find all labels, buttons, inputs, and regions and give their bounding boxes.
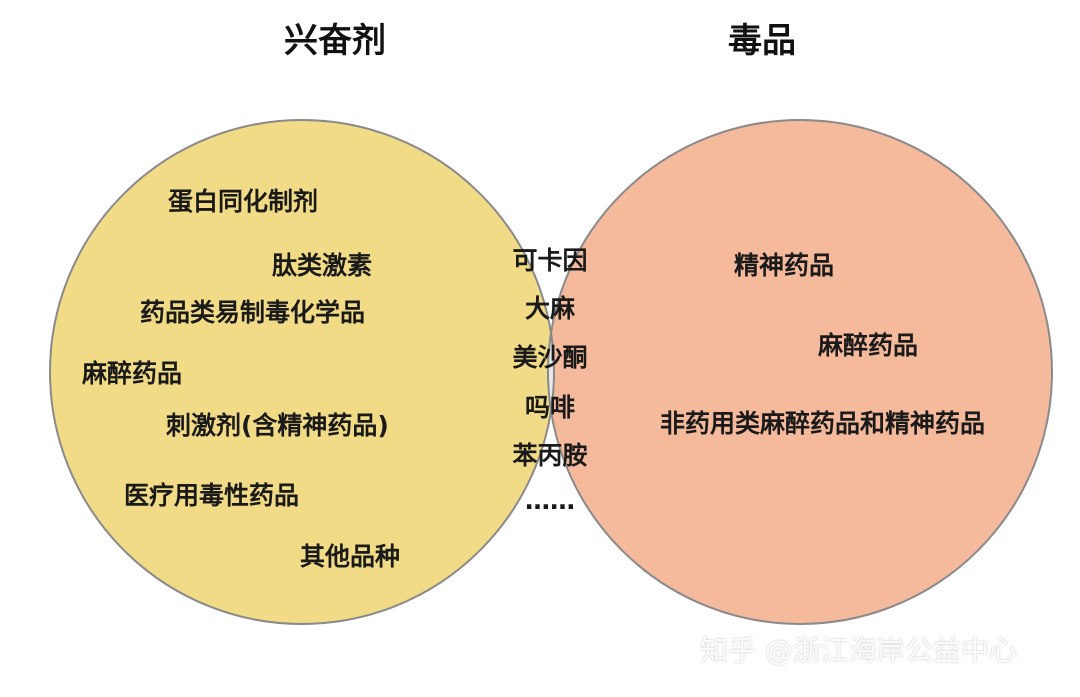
left-title: 兴奋剂 bbox=[284, 21, 386, 61]
overlap-item: 苯丙胺 bbox=[512, 441, 588, 470]
right-item: 非药用类麻醉药品和精神药品 bbox=[660, 409, 986, 438]
overlap-item: 可卡因 bbox=[512, 246, 588, 275]
right-circle bbox=[548, 120, 1052, 624]
left-circle-outline bbox=[49, 119, 555, 625]
left-item: 其他品种 bbox=[300, 542, 401, 571]
right-title: 毒品 bbox=[728, 21, 796, 61]
overlap-item: 美沙酮 bbox=[512, 343, 588, 372]
overlap-item: 吗啡 bbox=[524, 393, 575, 422]
right-item: 麻醉药品 bbox=[818, 331, 919, 360]
left-item: 刺激剂(含精神药品) bbox=[166, 411, 389, 440]
left-circle bbox=[50, 120, 554, 624]
right-item: 精神药品 bbox=[734, 251, 835, 280]
left-item: 肽类激素 bbox=[272, 251, 373, 280]
left-item: 蛋白同化制剂 bbox=[168, 187, 319, 216]
overlap-item: 大麻 bbox=[524, 294, 575, 323]
left-item: 药品类易制毒化学品 bbox=[140, 298, 366, 327]
right-circle-outline bbox=[547, 119, 1053, 625]
left-item: 麻醉药品 bbox=[82, 359, 183, 388]
watermark: 知乎 @浙江海岸公益中心 bbox=[700, 634, 1017, 667]
overlap-item: …… bbox=[525, 486, 575, 515]
left-item: 医疗用毒性药品 bbox=[124, 481, 300, 510]
